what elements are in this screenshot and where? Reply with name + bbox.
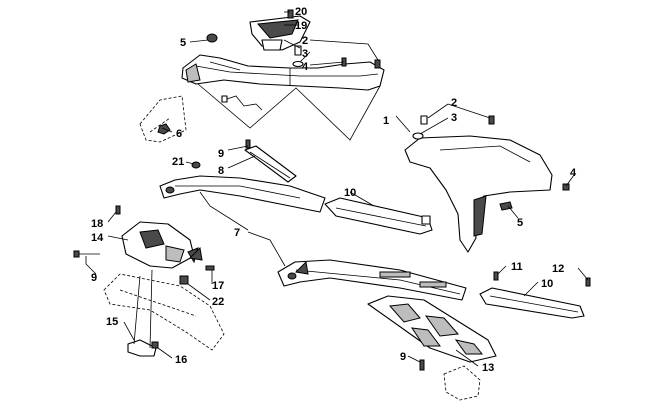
callout-21: 21	[172, 156, 184, 168]
screw-4-right	[562, 183, 570, 191]
callout-9-lower: 9	[400, 351, 406, 363]
screw-9-left	[73, 250, 100, 258]
screw-21	[191, 161, 201, 169]
callout-17: 17	[212, 280, 224, 292]
arrow-marker-left	[188, 246, 203, 261]
callout-9-left: 9	[91, 272, 97, 284]
callout-5-top: 5	[180, 37, 186, 49]
screw-2-top-right	[374, 59, 381, 69]
callout-13: 13	[482, 362, 494, 374]
rail-upper	[159, 175, 326, 213]
callout-12: 12	[552, 263, 564, 275]
screw-17	[205, 265, 215, 271]
rivet-5-right	[499, 201, 513, 211]
bracket-dashed-lower	[443, 365, 481, 401]
strip-8	[244, 145, 297, 183]
callout-3-right: 3	[451, 112, 457, 124]
leader-lines	[85, 11, 589, 367]
callout-9-upper: 9	[218, 148, 224, 160]
clip-bracket-15	[127, 269, 157, 357]
callout-15: 15	[106, 316, 118, 328]
rivet-5-top	[206, 33, 218, 43]
channel-10-upper	[324, 197, 433, 235]
callout-18: 18	[91, 218, 103, 230]
screw-9-upper	[245, 139, 251, 149]
screw-20	[287, 9, 294, 19]
running-board-13	[367, 295, 497, 363]
mount-bracket-14	[121, 221, 199, 269]
callout-5-right: 5	[517, 217, 523, 229]
screw-11	[493, 271, 499, 281]
callout-8: 8	[218, 165, 224, 177]
callout-10-lower: 10	[541, 278, 553, 290]
callout-6: 6	[176, 128, 182, 140]
callout-20: 20	[295, 6, 307, 18]
callout-10-upper: 10	[344, 187, 356, 199]
callout-labels: 20 19 2 3 4 5 1 2 3 4 5 6 9 8 21 10 7 18…	[91, 6, 577, 374]
callout-22: 22	[212, 296, 224, 308]
screw-9-lower	[419, 359, 425, 371]
fastener-2-right-a	[420, 115, 428, 125]
screw-12	[585, 277, 591, 287]
callout-4-top: 4	[302, 61, 309, 73]
washer-3-top	[292, 60, 304, 68]
rail-lower	[277, 259, 467, 301]
steering-support-dashed	[139, 95, 187, 143]
channel-10-lower	[479, 287, 585, 319]
wire-harness	[221, 95, 263, 111]
fastener-2-right-b	[488, 115, 495, 125]
washer-3-right	[412, 132, 424, 140]
screw-16	[151, 341, 159, 349]
guide-outline	[197, 83, 381, 141]
callout-4-right: 4	[570, 167, 577, 179]
callout-11: 11	[511, 261, 523, 273]
fastener-2-top	[294, 45, 302, 56]
nut-22	[179, 275, 189, 285]
callout-2-top: 2	[302, 35, 308, 47]
callout-16: 16	[175, 354, 187, 366]
callout-7: 7	[234, 227, 240, 239]
frame-dashed-left	[103, 273, 225, 351]
screw-18	[115, 205, 121, 215]
callout-2-right: 2	[451, 97, 457, 109]
console-panel	[181, 54, 385, 91]
callout-14: 14	[91, 232, 104, 244]
arrow-marker-right	[294, 260, 309, 275]
callout-1: 1	[383, 115, 389, 127]
gauge-housing	[249, 15, 311, 51]
callout-19: 19	[295, 20, 307, 32]
callout-3-top: 3	[302, 48, 308, 60]
side-panel-right	[404, 135, 553, 253]
